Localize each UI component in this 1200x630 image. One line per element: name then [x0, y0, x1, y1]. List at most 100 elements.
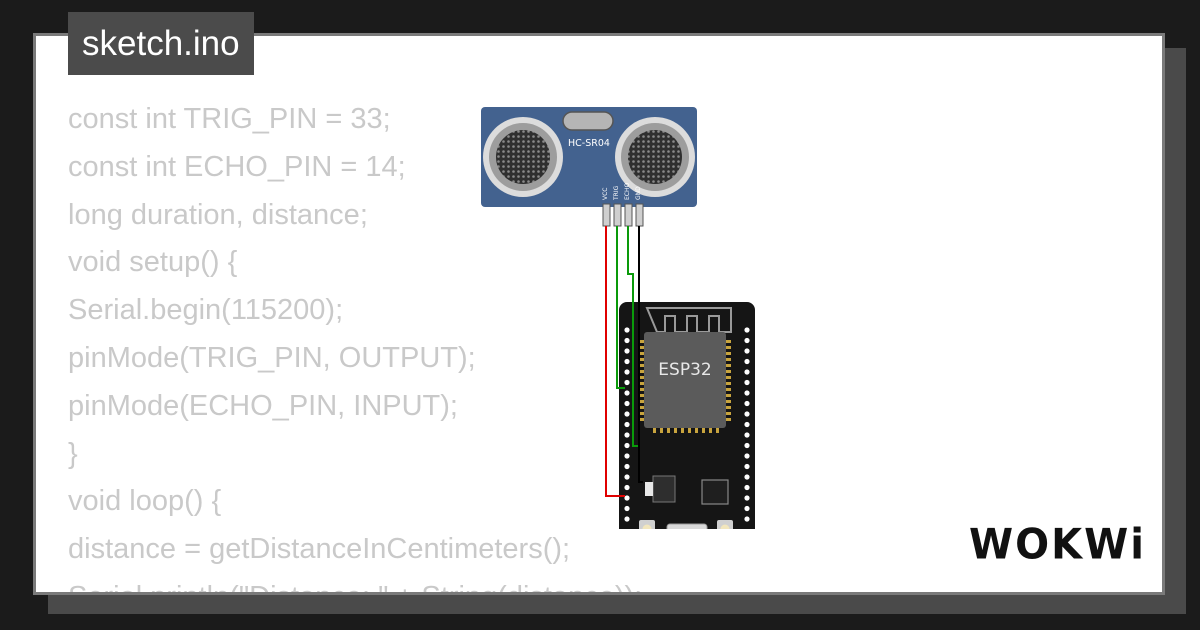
module-pad	[726, 388, 731, 391]
gpio-pin[interactable]	[744, 463, 750, 470]
gpio-pin[interactable]	[624, 379, 630, 386]
gpio-pin[interactable]	[744, 432, 750, 438]
code-line: long duration, distance;	[68, 198, 368, 231]
code-listing: const int TRIG_PIN = 33; const int ECHO_…	[68, 96, 642, 592]
wires	[605, 226, 643, 497]
pin-header-gnd[interactable]	[635, 203, 644, 227]
gpio-pin[interactable]	[624, 421, 630, 428]
gpio-pin[interactable]	[624, 474, 630, 480]
module-pad	[726, 394, 731, 397]
gpio-pin[interactable]	[624, 369, 630, 375]
gpio-pin[interactable]	[624, 505, 630, 512]
module-pad	[639, 400, 644, 403]
usb-port[interactable]	[666, 523, 708, 529]
gpio-pin[interactable]	[744, 484, 750, 491]
gpio-pin[interactable]	[744, 411, 750, 417]
usb-uart-chip	[701, 479, 729, 505]
gpio-pins-left[interactable]	[624, 327, 630, 522]
gpio-pin[interactable]	[744, 337, 750, 344]
gpio-pin[interactable]	[744, 474, 750, 480]
code-line: const int ECHO_PIN = 14;	[68, 150, 406, 183]
sensor-label: HC-SR04	[568, 138, 610, 149]
module-pad	[639, 346, 644, 349]
module-pad	[726, 376, 731, 379]
gpio-pin[interactable]	[744, 358, 750, 365]
esp32-module	[644, 332, 726, 428]
gpio-pin[interactable]	[744, 421, 750, 428]
module-pad	[695, 428, 698, 433]
reset-button[interactable]	[717, 520, 733, 529]
module-pad	[639, 412, 644, 415]
module-pad	[726, 370, 731, 373]
gpio-pin[interactable]	[624, 495, 630, 501]
gpio-pin[interactable]	[624, 358, 630, 365]
module-pads-right	[726, 340, 731, 421]
module-pad	[639, 364, 644, 367]
pin-header-trig[interactable]	[613, 203, 622, 227]
circuit-diagram: HC-SR04 VCC TRIG ECHO GND ESP32	[481, 107, 755, 529]
code-line: void setup() {	[68, 246, 238, 279]
code-line: Serial.begin(115200);	[68, 294, 344, 327]
gpio-pin[interactable]	[744, 442, 750, 449]
wokwi-logo: WOKWi	[969, 520, 1146, 570]
module-pad	[726, 340, 731, 343]
gpio-pin[interactable]	[624, 400, 630, 407]
gpio-pin[interactable]	[624, 432, 630, 438]
code-line: const int TRIG_PIN = 33;	[68, 103, 391, 135]
gpio-pin[interactable]	[744, 369, 750, 375]
code-line: }	[68, 437, 78, 470]
pin-label-echo: ECHO	[624, 183, 631, 200]
module-pad	[726, 352, 731, 355]
code-line: Serial.println("Distance: " + String(dis…	[68, 574, 642, 592]
esp32-label: ESP32	[658, 360, 711, 380]
gpio-pin[interactable]	[624, 411, 630, 417]
pin-header-echo[interactable]	[624, 203, 633, 227]
module-pad	[639, 370, 644, 373]
code-line: pinMode(TRIG_PIN, OUTPUT);	[68, 341, 476, 374]
wire-trig[interactable]	[616, 226, 625, 389]
esp32-board[interactable]: ESP32	[619, 302, 755, 529]
module-pad	[702, 428, 705, 433]
gpio-pin[interactable]	[744, 327, 750, 333]
module-pad	[639, 418, 644, 421]
gpio-pin[interactable]	[624, 348, 630, 354]
module-pad	[667, 428, 670, 433]
gpio-pin[interactable]	[744, 400, 750, 407]
module-pad	[726, 382, 731, 385]
gpio-pin[interactable]	[744, 348, 750, 354]
module-pad	[639, 388, 644, 391]
module-pad	[726, 358, 731, 361]
module-pads-bottom	[653, 428, 719, 433]
wire-echo[interactable]	[627, 226, 639, 447]
regulator-tab	[645, 482, 653, 496]
code-line: distance = getDistanceInCentimeters();	[68, 533, 571, 566]
gpio-pin[interactable]	[744, 516, 750, 522]
module-pad	[688, 428, 691, 433]
gpio-pin[interactable]	[624, 327, 630, 333]
module-pad	[716, 428, 719, 433]
gpio-pin[interactable]	[744, 453, 750, 459]
gpio-pin[interactable]	[744, 505, 750, 512]
module-pad	[726, 406, 731, 409]
gpio-pin[interactable]	[624, 337, 630, 344]
pin-header-vcc[interactable]	[602, 203, 611, 227]
boot-button[interactable]	[639, 520, 655, 529]
module-pad	[681, 428, 684, 433]
module-pad	[639, 376, 644, 379]
gpio-pin[interactable]	[744, 379, 750, 386]
module-pad	[726, 364, 731, 367]
gpio-pin[interactable]	[624, 516, 630, 522]
gpio-pin[interactable]	[624, 442, 630, 449]
gpio-pin[interactable]	[744, 390, 750, 396]
ultrasonic-sensor[interactable]: HC-SR04 VCC TRIG ECHO GND	[481, 107, 697, 227]
gpio-pin[interactable]	[624, 453, 630, 459]
wire-vcc[interactable]	[605, 226, 625, 497]
gpio-pin[interactable]	[624, 463, 630, 470]
gpio-pins-right[interactable]	[744, 327, 750, 522]
pin-label-trig: TRIG	[613, 185, 620, 201]
module-pad	[653, 428, 656, 433]
gpio-pin[interactable]	[744, 495, 750, 501]
gpio-pin[interactable]	[624, 390, 630, 396]
gpio-pin[interactable]	[624, 484, 630, 491]
wire-gnd[interactable]	[638, 226, 643, 483]
